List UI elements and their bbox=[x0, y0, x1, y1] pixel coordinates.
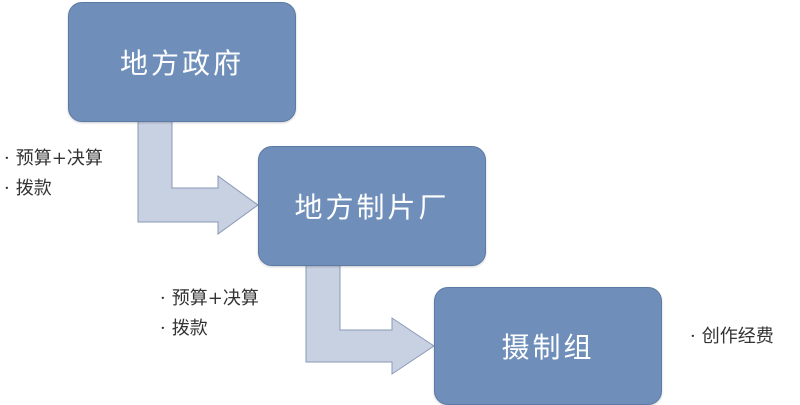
note-item: 拨款 bbox=[4, 174, 103, 204]
node-label: 摄制组 bbox=[501, 331, 595, 364]
notes-gov-to-studio: 预算+决算 拨款 bbox=[4, 144, 103, 204]
note-item: 预算+决算 bbox=[160, 284, 259, 314]
notes-crew: 创作经费 bbox=[690, 322, 774, 352]
node-film-crew: 摄制组 bbox=[434, 287, 662, 405]
node-label: 地方政府 bbox=[119, 47, 244, 80]
node-local-studio: 地方制片厂 bbox=[258, 146, 486, 266]
note-item: 预算+决算 bbox=[4, 144, 103, 174]
note-item: 创作经费 bbox=[690, 322, 774, 352]
notes-studio-to-crew: 预算+决算 拨款 bbox=[160, 284, 259, 344]
node-local-government: 地方政府 bbox=[68, 2, 296, 122]
node-label: 地方制片厂 bbox=[294, 191, 450, 224]
note-item: 拨款 bbox=[160, 314, 259, 344]
arrow-gov-to-studio bbox=[137, 119, 259, 235]
arrow-studio-to-crew bbox=[305, 263, 435, 375]
